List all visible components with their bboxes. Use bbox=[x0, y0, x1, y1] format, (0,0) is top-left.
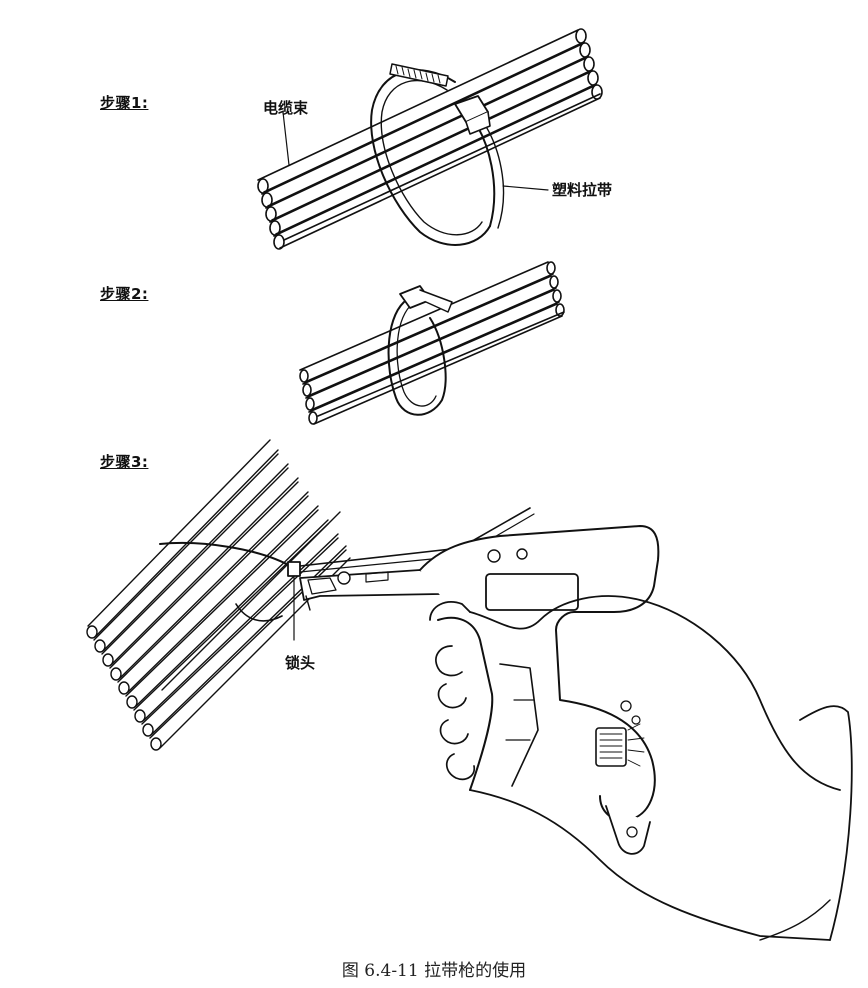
step-2-illustration bbox=[300, 262, 564, 424]
step-2-cable-bundle bbox=[300, 262, 564, 424]
step-3-illustration bbox=[87, 440, 852, 940]
step-1-cable-bundle bbox=[258, 29, 602, 249]
step-1-illustration bbox=[258, 29, 602, 249]
figure-caption: 图 6.4-11 拉带枪的使用 bbox=[0, 956, 868, 981]
